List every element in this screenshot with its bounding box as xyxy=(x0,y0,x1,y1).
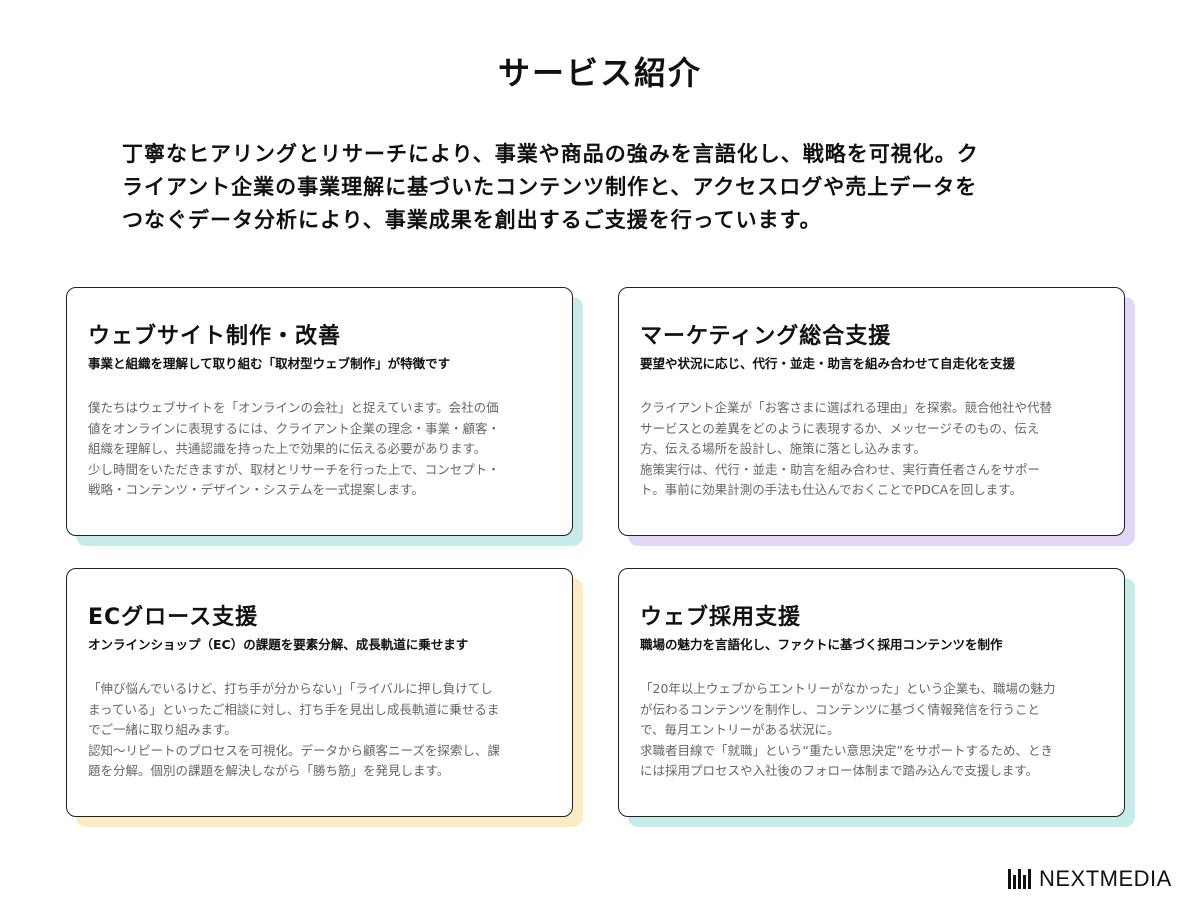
card-line: 組織を理解し、共通認識を持った上で効果的に伝える必要があります。 xyxy=(88,441,487,456)
card-subtitle: 職場の魅力を言語化し、ファクトに基づく採用コンテンツを制作 xyxy=(640,637,1003,652)
card-body: ウェブサイト制作・改善 事業と組織を理解して取り組む「取材型ウェブ制作」が特徴で… xyxy=(66,287,573,536)
card-line: ト。事前に効果計測の手法も仕込んでおくことでPDCAを回します。 xyxy=(640,482,1022,497)
card-line: 値をオンラインに表現するには、クライアント企業の理念・事業・顧客・ xyxy=(88,420,501,436)
intro-line: 丁寧なヒアリングとリサーチにより、事業や商品の強みを言語化し、戦略を可視化。ク xyxy=(122,142,979,166)
card-line: 戦略・コンテンツ・デザイン・システムを一式提案します。 xyxy=(88,482,424,497)
service-card-marketing: マーケティング総合支援 要望や状況に応じ、代行・並走・助言を組み合わせて自走化を… xyxy=(618,287,1135,546)
card-description: 「伸び悩んでいるけど、打ち手が分からない」「ライバルに押し負けてし まっている」… xyxy=(88,679,500,782)
card-line: 方、伝える場所を設計し、施策に落とし込みます。 xyxy=(640,441,926,456)
card-line: でご一緒に取り組みます。 xyxy=(88,722,237,737)
card-description: 「20年以上ウェブからエントリーがなかった」という企業も、職場の魅力 が伝わるコ… xyxy=(640,679,1056,782)
intro-line: つなぐデータ分析により、事業成果を創出するご支援を行っています。 xyxy=(122,208,822,232)
card-line: 題を分解。個別の課題を解決しながら「勝ち筋」を発見します。 xyxy=(88,763,450,778)
card-line: 僕たちはウェブサイトを「オンラインの会社」と捉えています。会社の価 xyxy=(88,400,499,415)
card-title: ECグロース支援 xyxy=(88,605,259,630)
card-line: まっている」といったご相談に対し、打ち手を見出し成長軌道に乗せるま xyxy=(88,701,500,717)
card-line: で、毎月エントリーがある状況に。 xyxy=(640,722,840,737)
card-subtitle: オンラインショップ（EC）の課題を要素分解、成長軌道に乗せます xyxy=(88,637,469,652)
card-body: ウェブ採用支援 職場の魅力を言語化し、ファクトに基づく採用コンテンツを制作 「2… xyxy=(618,568,1125,817)
card-line: サービスとの差異をどのように表現するか、メッセージそのもの、伝え xyxy=(640,420,1040,436)
card-line: 「伸び悩んでいるけど、打ち手が分からない」「ライバルに押し負けてし xyxy=(88,681,493,696)
service-card-web-production: ウェブサイト制作・改善 事業と組織を理解して取り組む「取材型ウェブ制作」が特徴で… xyxy=(66,287,583,546)
logo-text: NEXTMEDIA xyxy=(1039,866,1172,891)
card-line: 認知〜リピートのプロセスを可視化。データから顧客ニーズを探索し、課 xyxy=(88,742,500,758)
card-subtitle: 要望や状況に応じ、代行・並走・助言を組み合わせて自走化を支援 xyxy=(640,356,1016,371)
page-title: サービス紹介 xyxy=(497,54,702,92)
card-title: ウェブ採用支援 xyxy=(640,605,802,630)
intro-text: 丁寧なヒアリングとリサーチにより、事業や商品の強みを言語化し、戦略を可視化。ク … xyxy=(122,138,1082,237)
card-description: 僕たちはウェブサイトを「オンラインの会社」と捉えています。会社の価 値をオンライ… xyxy=(88,398,500,501)
card-line: 「20年以上ウェブからエントリーがなかった」という企業も、職場の魅力 xyxy=(640,681,1056,696)
card-description: クライアント企業が「お客さまに選ばれる理由」を探索。競合他社や代替 サービスとの… xyxy=(640,398,1052,501)
card-title: ウェブサイト制作・改善 xyxy=(88,324,342,349)
card-line: 少し時間をいただきますが、取材とリサーチを行った上で、コンセプト・ xyxy=(88,461,500,477)
card-body: ECグロース支援 オンラインショップ（EC）の課題を要素分解、成長軌道に乗せます… xyxy=(66,568,573,817)
logo-bars-icon xyxy=(1008,869,1031,889)
card-line: 求職者目線で「就職」という“重たい意思決定”をサポートするため、とき xyxy=(640,742,1053,758)
card-line: が伝わるコンテンツを制作し、コンテンツに基づく情報発信を行うこと xyxy=(640,701,1041,717)
card-line: クライアント企業が「お客さまに選ばれる理由」を探索。競合他社や代替 xyxy=(640,400,1053,415)
service-card-recruiting: ウェブ採用支援 職場の魅力を言語化し、ファクトに基づく採用コンテンツを制作 「2… xyxy=(618,568,1135,827)
service-card-ec-growth: ECグロース支援 オンラインショップ（EC）の課題を要素分解、成長軌道に乗せます… xyxy=(66,568,583,827)
card-line: 施策実行は、代行・並走・助言を組み合わせ、実行責任者さんをサポー xyxy=(640,461,1041,477)
card-subtitle: 事業と組織を理解して取り組む「取材型ウェブ制作」が特徴です xyxy=(88,356,451,371)
card-body: マーケティング総合支援 要望や状況に応じ、代行・並走・助言を組み合わせて自走化を… xyxy=(618,287,1125,536)
card-title: マーケティング総合支援 xyxy=(640,324,892,349)
intro-line: ライアント企業の事業理解に基づいたコンテンツ制作と、アクセスログや売上データを xyxy=(122,175,978,199)
nextmedia-logo: NEXTMEDIA xyxy=(1008,866,1172,892)
card-line: には採用プロセスや入社後のフォロー体制まで踏み込んで支援します。 xyxy=(640,763,1039,778)
